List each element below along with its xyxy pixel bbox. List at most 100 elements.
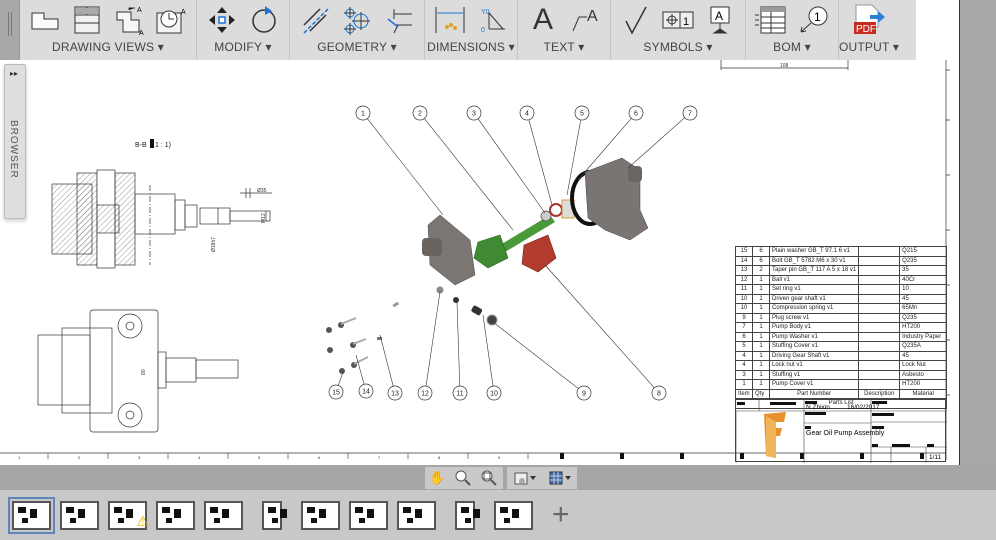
base-view-icon[interactable] — [28, 3, 62, 37]
detail-view-icon[interactable]: A — [154, 3, 188, 37]
feature-control-frame-icon[interactable]: 1 — [661, 3, 695, 37]
side-view[interactable]: 80 — [37, 309, 239, 433]
balloon[interactable]: 4 — [519, 105, 553, 206]
balloon[interactable]: 13 — [379, 334, 403, 401]
sheet-thumbnail[interactable] — [8, 496, 55, 534]
text-icon[interactable]: A — [532, 3, 553, 36]
section-view[interactable]: Ø35 M12 Ø18h7 — [51, 169, 272, 269]
balloon[interactable]: 1 — [355, 105, 444, 216]
sheet-thumbnail[interactable] — [397, 500, 436, 530]
sheet-thumbnail[interactable] — [60, 500, 99, 530]
add-sheet-button[interactable]: + — [552, 498, 570, 531]
rotate-icon[interactable] — [247, 3, 281, 37]
sheet-thumbnail[interactable] — [204, 500, 243, 530]
projected-view-icon[interactable] — [70, 3, 104, 37]
surface-texture-icon[interactable] — [619, 3, 653, 37]
group-label[interactable]: DIMENSIONS — [427, 40, 506, 54]
sheet-thumbnail[interactable] — [455, 500, 480, 530]
group-label[interactable]: MODIFY — [214, 40, 262, 54]
group-label[interactable]: GEOMETRY — [317, 40, 388, 54]
cell: 1 — [752, 284, 770, 295]
cell: 1 — [752, 322, 770, 333]
balloon[interactable]: 15 — [328, 371, 344, 400]
sheet-thumbnail[interactable]: ⚠ — [108, 500, 149, 530]
balloon[interactable]: 7 — [627, 105, 698, 169]
group-label[interactable]: SYMBOLS — [643, 40, 703, 54]
datum-identifier-icon[interactable]: A — [703, 3, 737, 37]
balloon[interactable]: 10 — [482, 314, 502, 401]
plug-screw[interactable] — [486, 314, 498, 326]
balloon-circle — [417, 385, 433, 401]
pan-icon[interactable]: ✋ — [425, 467, 450, 489]
balloon[interactable]: 14 — [355, 354, 374, 399]
expand-icon[interactable]: ▸▸ — [10, 69, 19, 78]
table-icon[interactable] — [754, 3, 788, 37]
stuffing-cover[interactable] — [549, 203, 563, 217]
sheet-thumbnail[interactable] — [494, 500, 533, 530]
compression-spring[interactable] — [471, 305, 483, 316]
balloon[interactable]: 12 — [417, 291, 441, 401]
driven-gear[interactable] — [521, 234, 557, 273]
dimension-icon[interactable] — [433, 3, 467, 37]
group-label[interactable]: OUTPUT — [839, 40, 890, 54]
group-label[interactable]: DRAWING VIEWS — [52, 40, 155, 54]
grid-icon[interactable] — [542, 467, 577, 489]
balloon[interactable]: 8 — [544, 264, 667, 401]
pump-cover[interactable] — [422, 214, 476, 286]
balloon-circle — [412, 105, 428, 121]
set-ring[interactable] — [453, 297, 459, 303]
ball[interactable] — [436, 286, 444, 294]
center-mark-icon[interactable] — [340, 3, 374, 37]
group-label[interactable]: TEXT — [543, 40, 575, 54]
taper-pin[interactable] — [377, 337, 382, 340]
pdf-export-icon[interactable]: PDF — [852, 3, 886, 37]
balloon[interactable]: 2 — [412, 105, 514, 231]
driving-gear-shaft[interactable] — [473, 215, 555, 269]
leader-text-icon[interactable]: A — [568, 3, 602, 37]
balloon[interactable]: 6 — [577, 105, 644, 181]
balloon[interactable]: 3 — [466, 105, 546, 214]
balloon-icon[interactable]: 1 — [796, 3, 830, 37]
sheet-thumbnail[interactable] — [262, 500, 287, 530]
balloon[interactable]: 11 — [452, 301, 468, 401]
pump-body[interactable] — [584, 157, 649, 241]
lock-nut[interactable] — [540, 210, 552, 222]
balloon[interactable]: 5 — [566, 105, 590, 196]
edge-extension-icon[interactable] — [382, 3, 416, 37]
display-settings-icon[interactable] — [507, 467, 542, 489]
zoom-icon[interactable] — [450, 467, 475, 489]
title-block[interactable]: N Zhixin 16/02/2017 Gear Oil Pump Assemb… — [735, 399, 947, 463]
centerline-icon[interactable] — [298, 3, 332, 37]
zoom-window-icon[interactable] — [475, 467, 503, 489]
group-label[interactable]: BOM — [773, 40, 802, 54]
bolts[interactable] — [326, 317, 369, 374]
toolbar-grip[interactable] — [0, 0, 20, 60]
balloon[interactable]: 9 — [492, 321, 592, 401]
sheet-thumbnail[interactable] — [301, 500, 340, 530]
sheet-thumbnail[interactable] — [349, 500, 388, 530]
exploded-view[interactable] — [326, 157, 649, 374]
browser-panel-toggle[interactable]: ▸▸ BROWSER — [4, 64, 26, 219]
move-icon[interactable] — [205, 3, 239, 37]
sheet-thumbnail[interactable] — [156, 500, 195, 530]
taper-pin[interactable] — [392, 301, 400, 308]
